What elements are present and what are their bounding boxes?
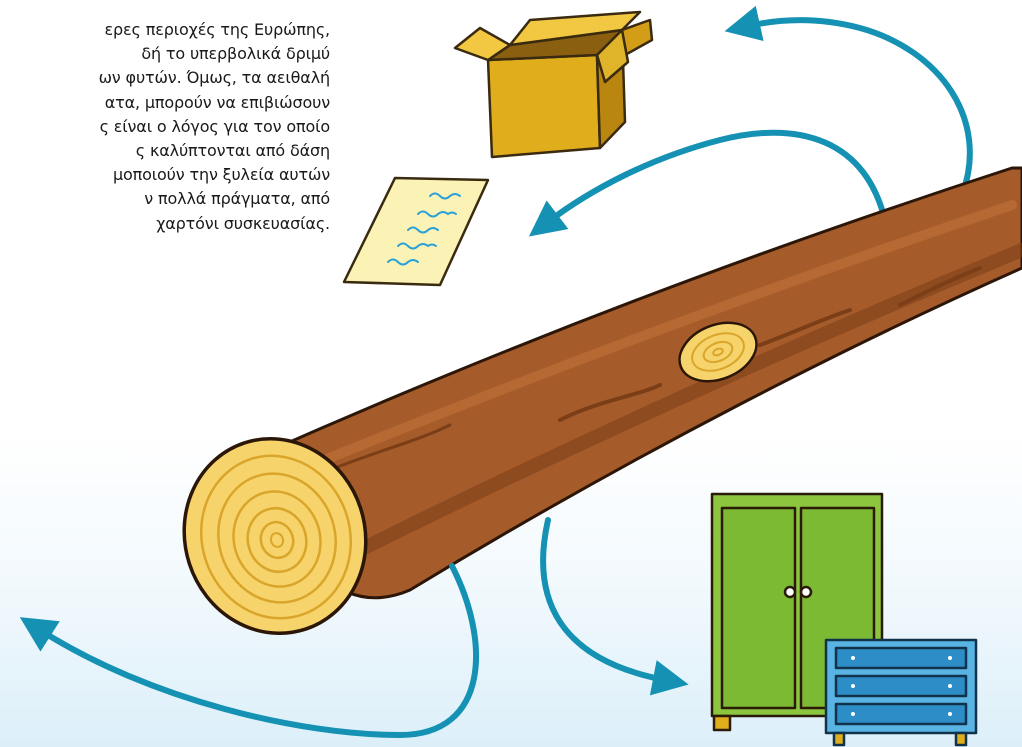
- paper-sheet: [344, 178, 488, 285]
- chest-of-drawers: [826, 640, 976, 745]
- cardboard-box: [455, 12, 652, 157]
- arrow-to-furniture: [543, 520, 665, 680]
